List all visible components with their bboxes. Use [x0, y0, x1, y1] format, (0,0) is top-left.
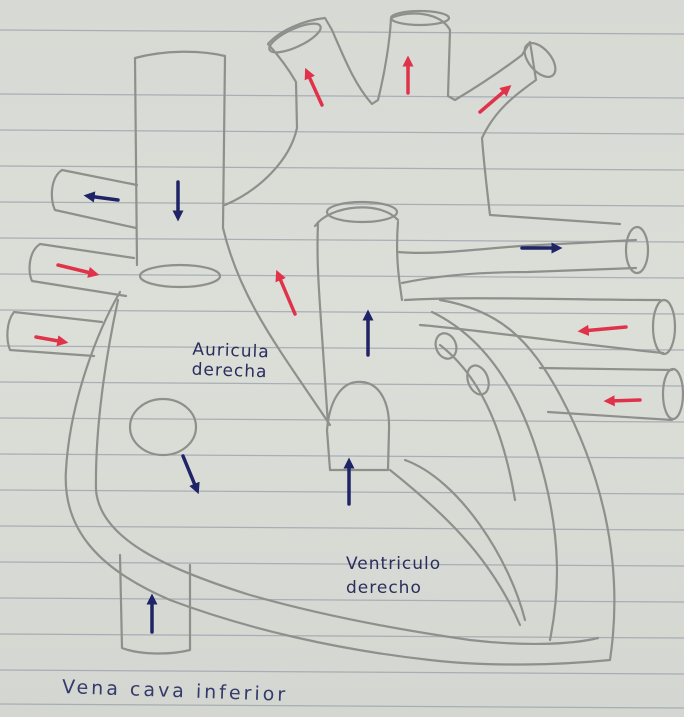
ruled-line	[0, 94, 684, 98]
label-ventriculo-derecho: Ventriculo derecho	[346, 552, 441, 600]
right-vein-upper-opening	[653, 300, 675, 354]
ruled-line	[0, 274, 684, 278]
ruled-line	[0, 670, 684, 674]
red-arrow	[608, 400, 640, 401]
ruled-line	[0, 526, 684, 530]
red-arrow	[582, 327, 626, 331]
vena-cava-opening	[140, 265, 220, 287]
ruled-line	[0, 634, 684, 638]
superior-vena-cava	[135, 52, 225, 265]
left-atrium-opening-1	[432, 330, 460, 361]
ruled-line	[0, 130, 684, 134]
aorta-arch	[225, 14, 620, 224]
red-arrow	[278, 274, 295, 314]
red-arrow	[36, 337, 64, 342]
fossa-ovalis	[130, 399, 196, 455]
left-atrium-opening-2	[463, 362, 492, 397]
red-arrow	[480, 88, 508, 112]
ruled-line	[0, 418, 684, 422]
ruled-line	[0, 346, 684, 350]
right-vein-lower-opening	[663, 369, 683, 419]
left-vein-top	[52, 170, 137, 228]
red-arrow	[58, 265, 95, 274]
ruled-line	[0, 310, 684, 314]
blue-arrow	[183, 456, 197, 490]
red-arrow	[307, 72, 322, 105]
left-vein-bottom	[7, 312, 102, 356]
ruled-line	[0, 490, 684, 494]
label-auricula-derecha: Auricula derecha	[191, 340, 270, 383]
ruled-line	[0, 562, 684, 566]
aorta-branch-opening-3	[519, 38, 562, 83]
pulmonary-artery-right-opening	[626, 227, 648, 273]
ruled-line	[0, 238, 684, 242]
ruled-line	[0, 704, 684, 708]
ruled-line	[0, 166, 684, 170]
oxygenated-arrows	[36, 60, 640, 401]
ruled-line	[0, 454, 684, 458]
ruled-line	[0, 30, 684, 34]
atrial-wall	[223, 228, 330, 425]
blue-arrow	[88, 196, 118, 200]
ruled-line	[0, 598, 684, 602]
